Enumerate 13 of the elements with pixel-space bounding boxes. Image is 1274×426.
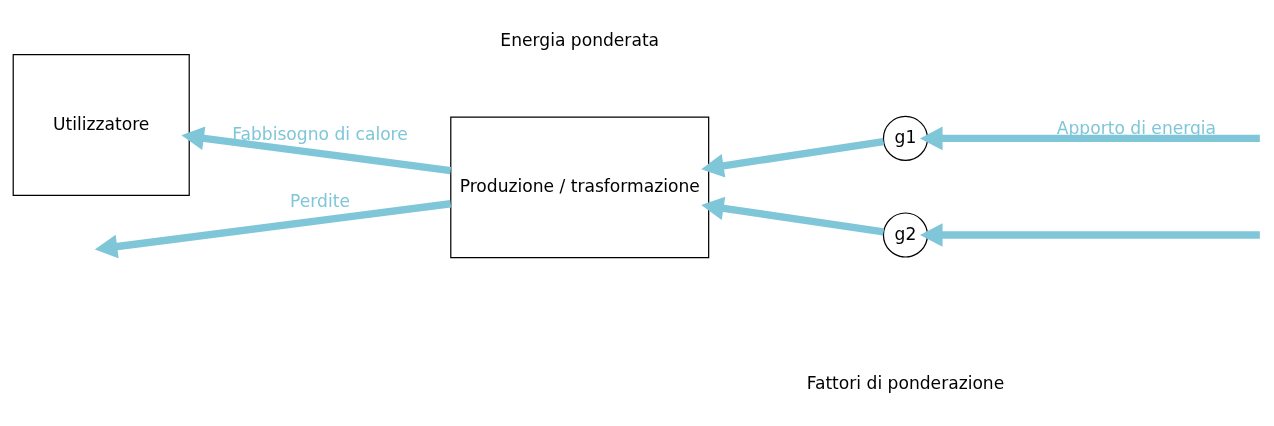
arrow [701, 196, 885, 236]
edge-label: Apporto di energia [1056, 117, 1217, 138]
node-circle: g1 [882, 115, 929, 162]
edge-label: Perdite [290, 191, 350, 212]
arrow [181, 126, 452, 175]
label: Fattori di ponderazione [806, 372, 1005, 393]
arrow [94, 200, 452, 259]
edge-label: Fabbisogno di calore [232, 123, 408, 144]
node-circle: g2 [882, 212, 929, 258]
arrow [701, 137, 885, 178]
label: Energia ponderata [500, 30, 660, 51]
node-box: Utilizzatore [12, 54, 190, 196]
node-box: Produzione / trasformazione [450, 116, 710, 259]
